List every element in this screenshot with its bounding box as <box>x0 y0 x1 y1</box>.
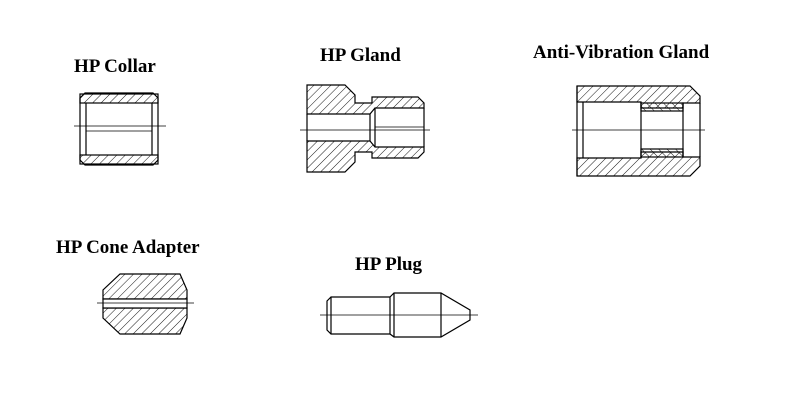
hp-gland-drawing <box>300 84 430 173</box>
hp-collar-label: HP Collar <box>74 56 156 77</box>
hp-plug-label: HP Plug <box>355 254 423 275</box>
cone-adapter-bore <box>102 298 188 309</box>
av-gland-collet-top <box>640 102 684 112</box>
hp-gland-bottom-wall <box>306 140 425 173</box>
hp-plug-drawing <box>320 292 478 338</box>
cone-adapter-top-half <box>102 273 188 300</box>
hp-collar-top-wall <box>79 93 159 104</box>
cone-adapter-bottom-half <box>102 307 188 335</box>
hp-gland-top-wall <box>306 84 425 115</box>
hp-collar-drawing <box>74 92 166 166</box>
plug-shank <box>326 296 391 335</box>
hp-collar-bottom-wall <box>79 154 159 165</box>
hp-cone-adapter-label: HP Cone Adapter <box>56 237 200 258</box>
hp-cone-adapter-drawing <box>97 273 194 335</box>
hp-gland-label: HP Gland <box>320 45 401 66</box>
anti-vibration-gland-drawing <box>572 85 705 177</box>
av-gland-collet-bottom <box>640 148 684 158</box>
hp-collar-outline <box>79 92 159 166</box>
anti-vibration-gland-label: Anti-Vibration Gland <box>533 42 710 63</box>
